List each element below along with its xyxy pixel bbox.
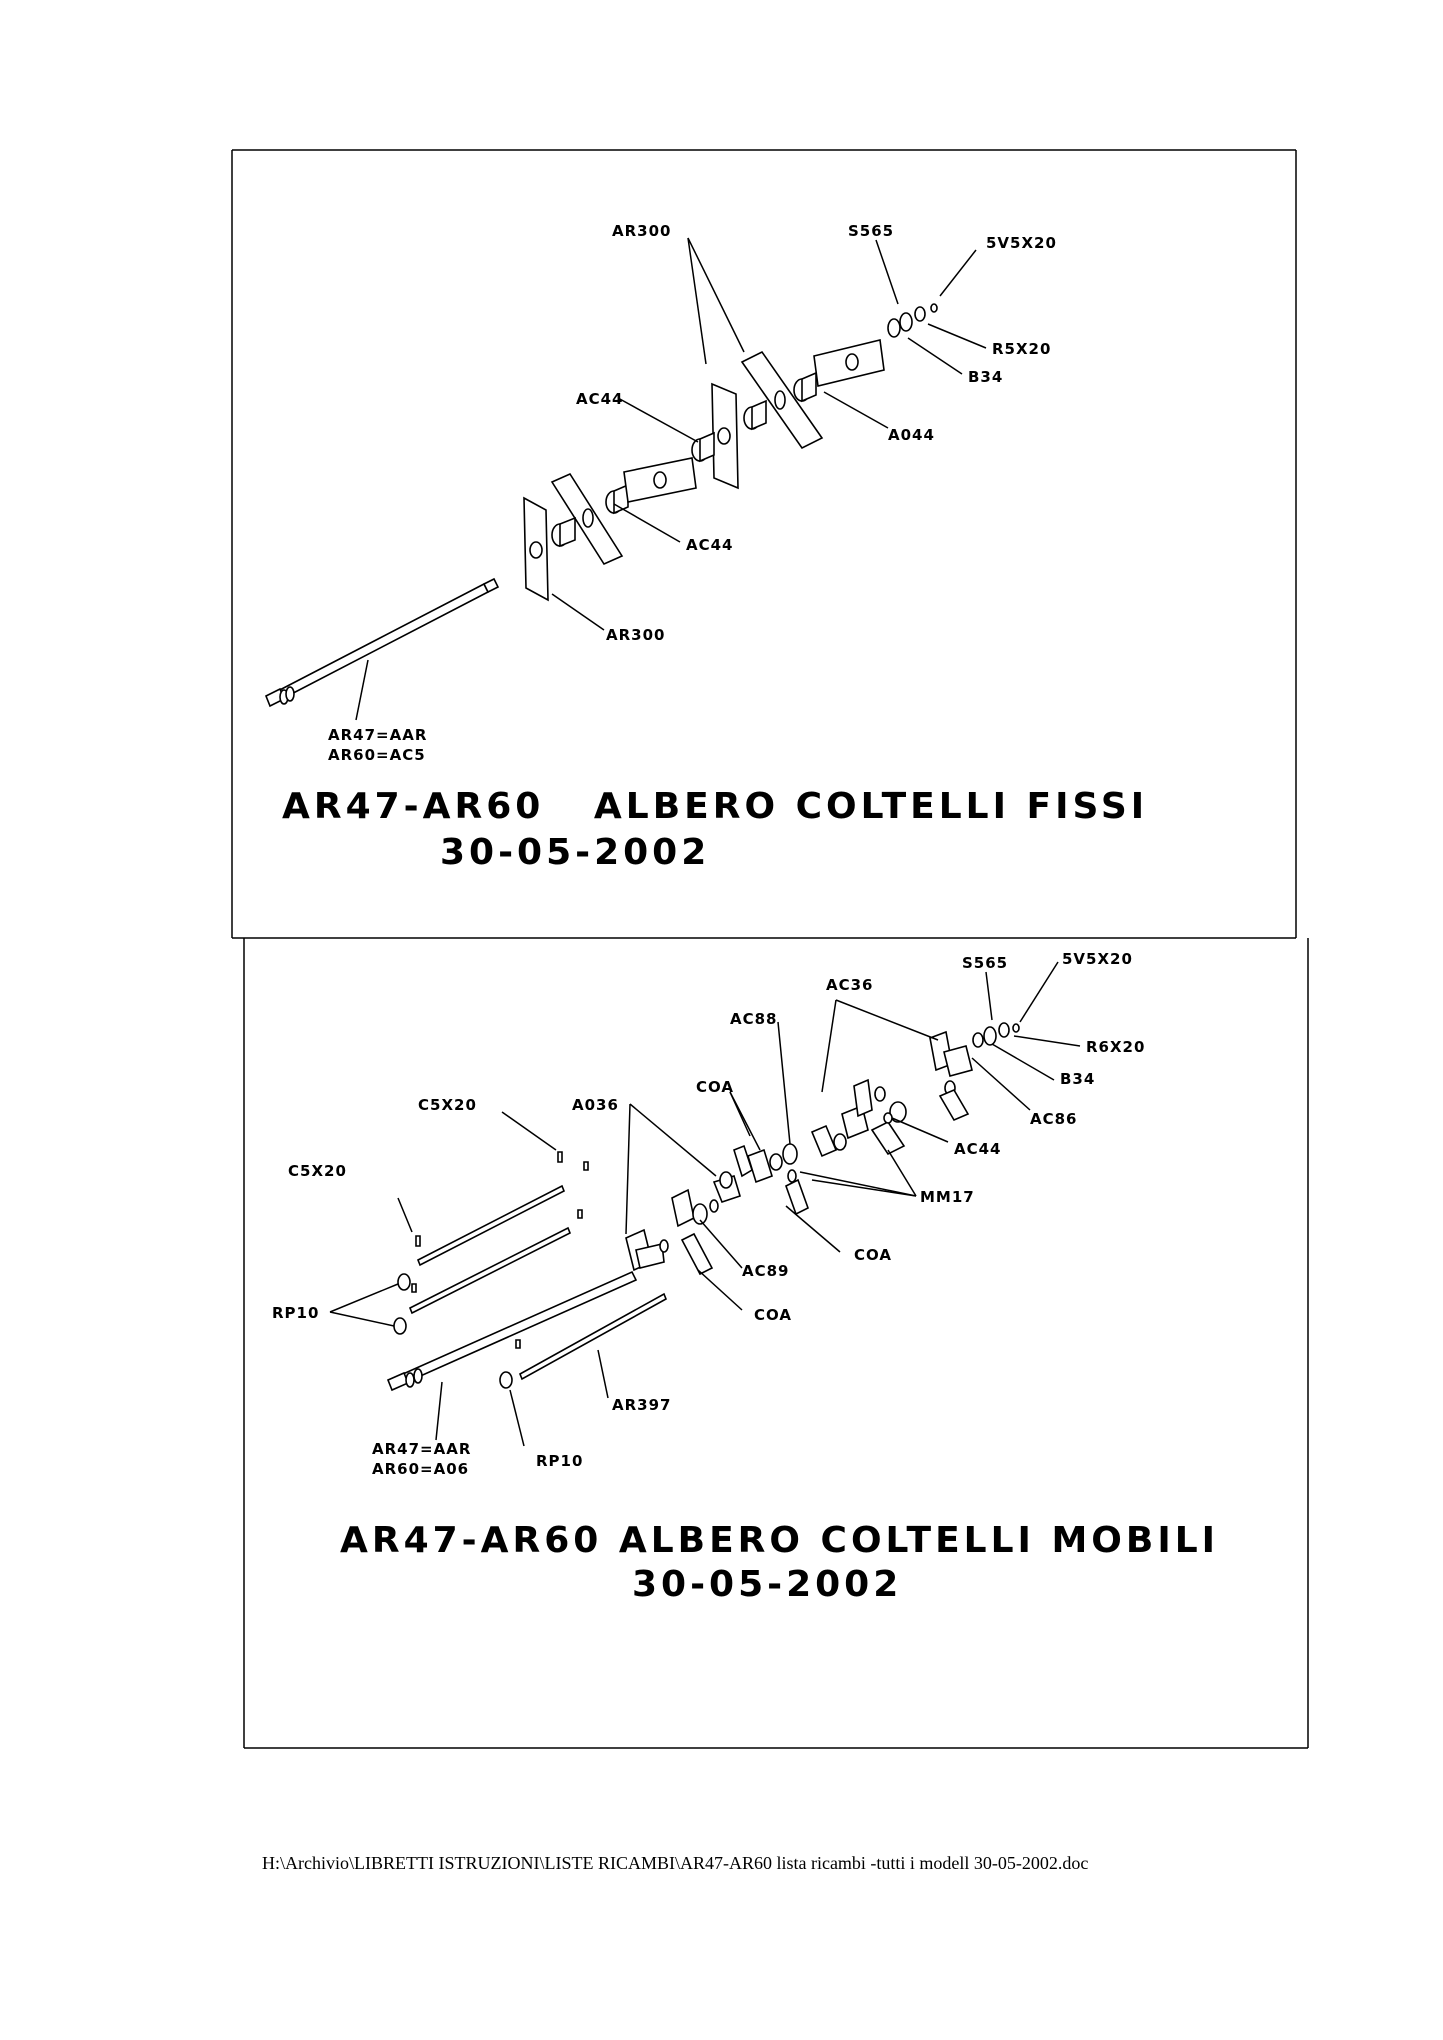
label-ac44-a: AC44	[576, 390, 624, 408]
rod-middle	[408, 1226, 572, 1315]
label-coa-b: COA	[854, 1246, 892, 1264]
label-ar47-aar: AR47=AAR	[328, 726, 427, 744]
bottom-leader-lines	[329, 961, 1081, 1447]
diagram-frame	[231, 149, 1309, 1749]
label-ar397: AR397	[612, 1396, 671, 1414]
label-s565-b: S565	[962, 954, 1008, 972]
footer-file-path: H:\Archivio\LIBRETTI ISTRUZIONI\LISTE RI…	[262, 1853, 1089, 1873]
spacer-tube-2	[813, 339, 885, 387]
label-ar300-b: AR300	[606, 626, 665, 644]
rod-upper	[416, 1184, 566, 1267]
label-ac89: AC89	[742, 1262, 790, 1280]
label-c5x20-a: C5X20	[418, 1096, 477, 1114]
knife-plate-2	[711, 382, 739, 490]
label-s565: S565	[848, 222, 894, 240]
shaft-mobile-knives	[386, 1270, 638, 1392]
spacer-group-2	[691, 399, 767, 463]
spacer-tube-1	[623, 457, 697, 503]
knife-assembly-chain	[625, 1022, 1020, 1276]
label-a036: A036	[572, 1096, 619, 1114]
label-ac88: AC88	[730, 1010, 778, 1028]
label-c5x20-b: C5X20	[288, 1162, 347, 1180]
label-ac86: AC86	[1030, 1110, 1078, 1128]
label-coa-c: COA	[754, 1306, 792, 1324]
label-r6x20: R6X20	[1086, 1038, 1145, 1056]
end-hardware-top	[887, 303, 938, 338]
label-mm17: MM17	[920, 1188, 975, 1206]
top-exploded-view: AR300 S565 5V5X20 R5X20 B34 AC44 A044 AC…	[264, 222, 1148, 873]
bottom-title: AR47-AR60 ALBERO COLTELLI MOBILI	[340, 1520, 1219, 1561]
label-ar60-a06: AR60=A06	[372, 1460, 469, 1478]
rp10-bushings	[393, 1151, 589, 1389]
label-r5x20: R5X20	[992, 340, 1051, 358]
rod-ar397	[518, 1292, 668, 1381]
label-5v5x20-b: 5V5X20	[1062, 950, 1133, 968]
label-5v5x20: 5V5X20	[986, 234, 1057, 252]
label-ar60-ac5: AR60=AC5	[328, 746, 426, 764]
label-ar300: AR300	[612, 222, 671, 240]
label-rp10-a: RP10	[272, 1304, 319, 1322]
spacer-group-3	[793, 371, 817, 403]
label-a044: A044	[888, 426, 935, 444]
knife-blade-1	[550, 472, 624, 566]
spacer-group-1	[551, 483, 629, 548]
label-ac36: AC36	[826, 976, 874, 994]
bottom-exploded-view: S565 5V5X20 AC36 AC88 R6X20 B34 COA C5X2…	[272, 950, 1219, 1605]
label-ac44-bottom: AC44	[954, 1140, 1002, 1158]
label-rp10-b: RP10	[536, 1452, 583, 1470]
top-leader-lines	[355, 237, 987, 721]
knife-plate-1	[523, 496, 549, 602]
knife-blade-2	[740, 350, 824, 450]
label-b34: B34	[968, 368, 1003, 386]
bottom-date: 30-05-2002	[632, 1564, 902, 1605]
label-coa-a: COA	[696, 1078, 734, 1096]
top-title: AR47-AR60 ALBERO COLTELLI FISSI	[282, 786, 1148, 827]
label-b34-b: B34	[1060, 1070, 1095, 1088]
label-ac44-b: AC44	[686, 536, 734, 554]
top-date: 30-05-2002	[440, 832, 710, 873]
label-ar47-aar-b: AR47=AAR	[372, 1440, 471, 1458]
shaft-fixed-knives	[264, 577, 500, 708]
